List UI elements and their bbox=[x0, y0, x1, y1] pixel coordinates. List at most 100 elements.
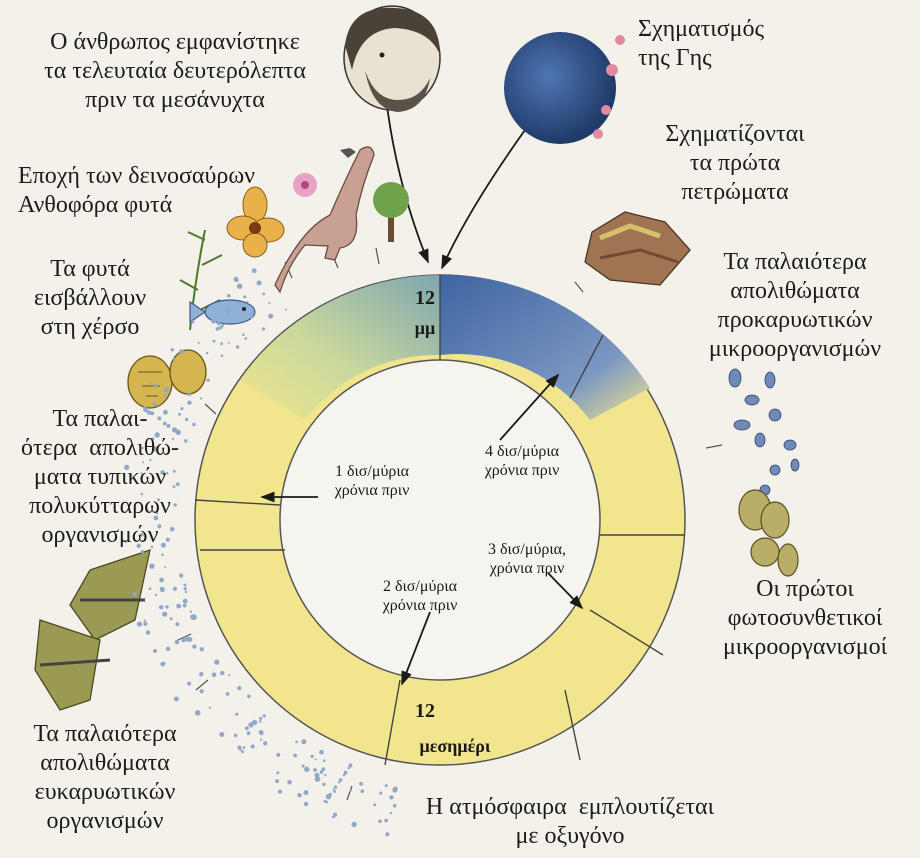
oxygen-dot bbox=[191, 320, 195, 324]
label-prokaryote-fossils: Τα παλαιότερα απολιθώματα προκαρυωτικών … bbox=[708, 249, 882, 362]
oxygen-dot bbox=[187, 400, 192, 405]
label-1-billion: 1 δισ/μύρια χρόνια πριν bbox=[334, 463, 410, 499]
oxygen-dot bbox=[220, 670, 225, 676]
oxygen-dot bbox=[347, 766, 351, 770]
oxygen-dot bbox=[164, 387, 170, 393]
oxygen-dot bbox=[237, 745, 242, 750]
oxygen-dot bbox=[150, 382, 153, 385]
ring-blue-sector bbox=[440, 274, 650, 420]
oxygen-dot bbox=[304, 766, 310, 772]
arrow-human bbox=[384, 89, 429, 264]
label-earth-formation: Σχηματισμός της Γης bbox=[638, 16, 765, 71]
oxygen-dot bbox=[162, 421, 167, 426]
tree-icon bbox=[373, 182, 409, 242]
oxygen-dot bbox=[182, 598, 188, 604]
oxygen-dot bbox=[343, 770, 348, 775]
oxygen-dot bbox=[171, 427, 178, 433]
oxygen-dot bbox=[183, 587, 187, 591]
oxygen-dot bbox=[333, 785, 338, 789]
oxygen-dot bbox=[258, 720, 262, 723]
oxygen-dot bbox=[171, 437, 174, 441]
oxygen-dot bbox=[263, 741, 268, 746]
oxygen-dot bbox=[199, 689, 204, 694]
fish-icon bbox=[189, 299, 256, 325]
oxygen-dot bbox=[319, 770, 324, 774]
oxygen-dot bbox=[143, 621, 148, 626]
oxygen-dot bbox=[194, 710, 201, 716]
oxygen-dot bbox=[225, 692, 230, 696]
oxygen-dot bbox=[237, 686, 242, 691]
rock-icon bbox=[584, 211, 691, 286]
oxygen-dot bbox=[389, 811, 393, 815]
oxygen-dot bbox=[244, 337, 248, 340]
eukaryote-icon bbox=[34, 549, 151, 711]
oxygen-dot bbox=[160, 542, 166, 548]
oxygen-dot bbox=[384, 784, 388, 788]
oxygen-dot bbox=[152, 477, 155, 480]
oxygen-dot bbox=[155, 512, 159, 515]
oxygen-dot bbox=[173, 696, 179, 702]
oxygen-dot bbox=[268, 313, 274, 319]
oxygen-dot bbox=[248, 313, 254, 319]
ring-green-sector bbox=[240, 275, 440, 420]
oxygen-dot bbox=[314, 758, 317, 761]
label-eukaryote-fossils: Τα παλαιότερα απολιθώματα ευκαρυωτικών ο… bbox=[33, 721, 177, 834]
arrows bbox=[260, 89, 584, 686]
oxygen-dot bbox=[246, 731, 251, 736]
oxygen-dot bbox=[333, 790, 336, 793]
oxygen-dot bbox=[191, 614, 197, 620]
oxygen-dot bbox=[295, 740, 298, 744]
oxygen-dot bbox=[146, 509, 149, 512]
oxygen-dot bbox=[250, 744, 255, 749]
oxygen-dot bbox=[373, 803, 377, 807]
oxygen-dot bbox=[136, 621, 143, 627]
oxygen-dot bbox=[332, 815, 335, 819]
oxygen-dot bbox=[125, 541, 127, 544]
oxygen-dot bbox=[251, 268, 257, 274]
oxygen-dot bbox=[169, 526, 175, 532]
oxygen-dot bbox=[169, 617, 173, 621]
oxygen-dot bbox=[337, 781, 341, 784]
oxygen-dot bbox=[303, 790, 309, 796]
oxygen-dot bbox=[159, 586, 164, 591]
label-multicellular-fossils: Τα παλαι- ότερα απολιθώ- ματα τυπικών πο… bbox=[20, 406, 180, 548]
oxygen-dot bbox=[199, 647, 204, 652]
oxygen-dot bbox=[157, 524, 162, 529]
oxygen-dot bbox=[185, 636, 191, 642]
oxygen-dot bbox=[145, 630, 151, 635]
oxygen-dot bbox=[183, 583, 187, 587]
label-human: Ο άνθρωπος εμφανίστηκε τα τελευταία δευτ… bbox=[44, 29, 306, 113]
oxygen-dot bbox=[172, 358, 176, 361]
oxygen-dot bbox=[173, 503, 177, 507]
oxygen-dot bbox=[184, 439, 188, 443]
oxygen-dot bbox=[175, 482, 180, 487]
oxygen-dot bbox=[179, 349, 184, 354]
oxygen-dot bbox=[275, 779, 280, 784]
flower-icon bbox=[226, 148, 356, 258]
oxygen-dot bbox=[124, 464, 130, 470]
oxygen-dot bbox=[228, 674, 231, 677]
earth-icon bbox=[504, 32, 625, 144]
oxygen-dot bbox=[348, 763, 353, 768]
oxygen-dot bbox=[392, 803, 397, 808]
oxygen-dot bbox=[235, 345, 240, 349]
label-first-rocks: Σχηματίζονται τα πρώτα πετρώματα bbox=[665, 121, 805, 205]
oxygen-dot bbox=[172, 485, 176, 489]
oxygen-dot bbox=[333, 812, 338, 817]
oxygen-dot bbox=[165, 472, 169, 475]
oxygen-dot bbox=[153, 383, 158, 388]
oxygen-dot bbox=[220, 342, 224, 346]
oxygen-dot bbox=[314, 772, 320, 778]
oxygen-dot bbox=[132, 592, 137, 597]
oxygen-dot bbox=[325, 793, 332, 800]
oxygen-dot bbox=[150, 545, 154, 549]
oxygen-dot bbox=[285, 308, 287, 311]
oxygen-dot bbox=[142, 461, 145, 464]
clock-ring bbox=[177, 247, 723, 801]
oxygen-dot bbox=[172, 586, 178, 592]
oxygen-dot bbox=[319, 749, 324, 755]
oxygen-dot bbox=[389, 795, 394, 800]
oxygen-dot bbox=[338, 778, 343, 782]
oxygen-dot bbox=[185, 417, 189, 422]
